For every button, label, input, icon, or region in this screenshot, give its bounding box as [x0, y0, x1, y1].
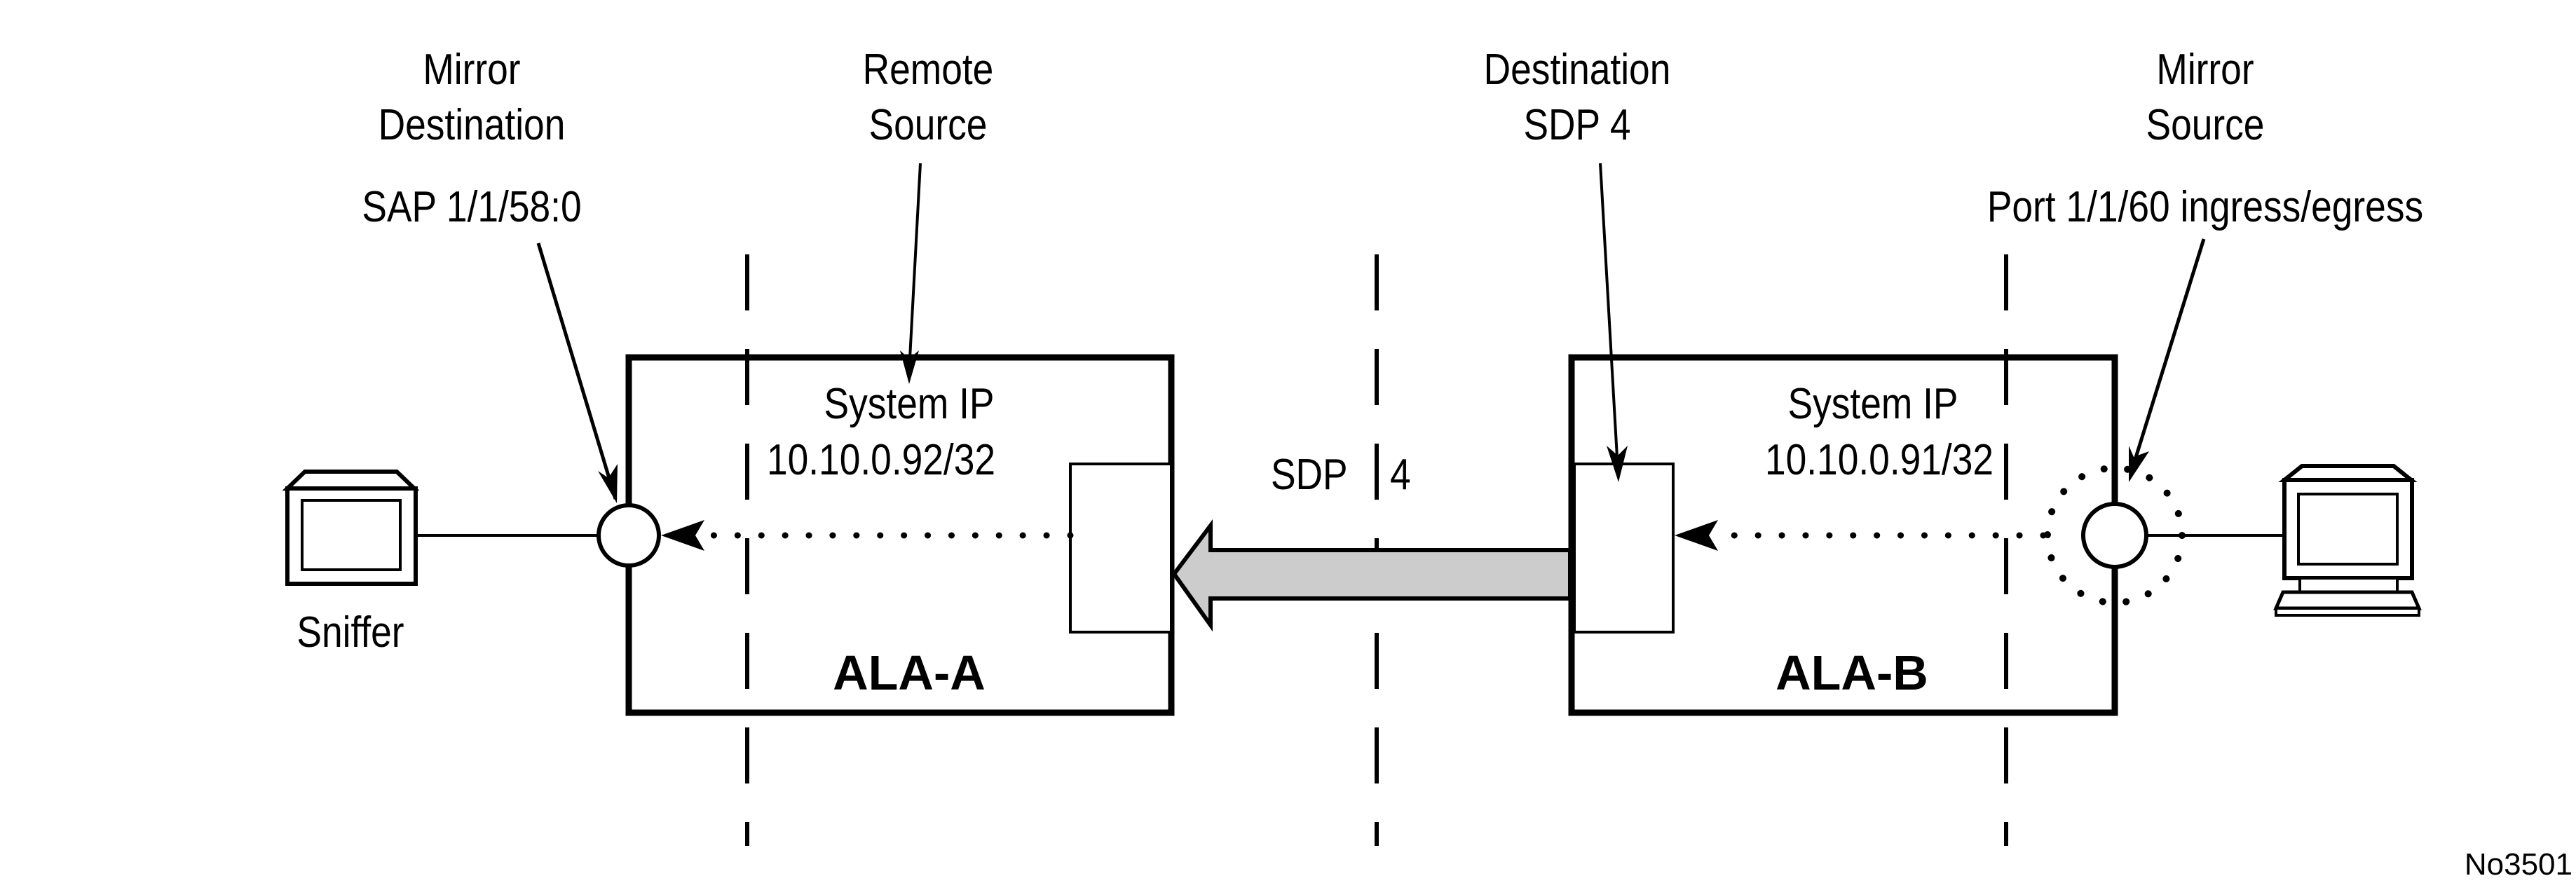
router-ala-a-system-ip: 10.10.0.92/32	[767, 436, 995, 484]
sdp-label: SDP	[1271, 451, 1348, 499]
callout-remote-source: Remote Source	[863, 46, 994, 384]
mirror-destination-sap: SAP 1/1/58:0	[362, 183, 581, 231]
computer-icon	[2273, 464, 2422, 617]
remote-source-line1: Remote	[863, 46, 994, 94]
router-ala-b-system-ip-label: System IP	[1788, 380, 1958, 428]
sniffer-device: Sniffer	[282, 470, 599, 657]
mirror-source-line1: Mirror	[2156, 46, 2254, 94]
mirror-source-line2: Source	[2146, 101, 2265, 149]
mirror-destination-pointer	[536, 242, 618, 500]
router-ala-a-name: ALA-A	[833, 645, 986, 700]
flow-arrowhead-icon	[1675, 520, 1718, 551]
router-ala-b-name: ALA-B	[1776, 645, 1928, 700]
pointer-arrowhead-icon	[900, 350, 919, 384]
destination-sdp-pointer	[1599, 163, 1619, 470]
mirror-source-port-icon	[2081, 502, 2148, 569]
router-ala-a-sdp-interface	[1069, 463, 1173, 634]
router-ala-a: System IP 10.10.0.92/32 ALA-A	[625, 354, 1175, 716]
destination-sdp-line2: SDP 4	[1523, 101, 1630, 149]
callout-mirror-source: Mirror Source Port 1/1/60 ingress/egress	[1987, 46, 2423, 482]
remote-source-pointer	[908, 163, 922, 372]
mirror-destination-line1: Mirror	[423, 46, 520, 94]
mirror-source-pointer	[2129, 238, 2206, 472]
destination-sdp-line1: Destination	[1484, 46, 1671, 94]
mirror-source-port: Port 1/1/60 ingress/egress	[1987, 183, 2423, 231]
router-ala-b-sdp-interface	[1573, 463, 1675, 634]
mirror-destination-line2: Destination	[379, 101, 566, 149]
router-ala-a-system-ip-label: System IP	[824, 380, 995, 428]
sdp-tunnel-arrow	[1171, 519, 1572, 632]
figure-id: No3501	[2465, 847, 2572, 882]
callout-mirror-destination: Mirror Destination SAP 1/1/58:0	[362, 46, 618, 503]
flow-arrowhead-icon	[661, 520, 704, 551]
mirror-flow-ala-a	[661, 520, 1074, 551]
source-host	[2146, 464, 2422, 617]
mirror-flow-ala-b	[1675, 520, 2047, 551]
sdp-number: 4	[1390, 451, 1411, 499]
monitor-icon	[282, 470, 420, 586]
sniffer-label: Sniffer	[297, 608, 404, 657]
pointer-arrowhead-icon	[598, 464, 618, 503]
remote-source-line2: Source	[869, 101, 988, 149]
sdp-tunnel: SDP 4	[1171, 451, 1572, 632]
router-ala-b-system-ip: 10.10.0.91/32	[1765, 436, 1994, 484]
sap-port-icon	[597, 503, 661, 568]
callout-destination-sdp: Destination SDP 4	[1484, 46, 1671, 482]
router-ala-b: System IP 10.10.0.91/32 ALA-B	[1568, 354, 2118, 716]
pointer-arrowhead-icon	[2129, 446, 2149, 482]
pointer-arrowhead-icon	[1607, 446, 1628, 482]
